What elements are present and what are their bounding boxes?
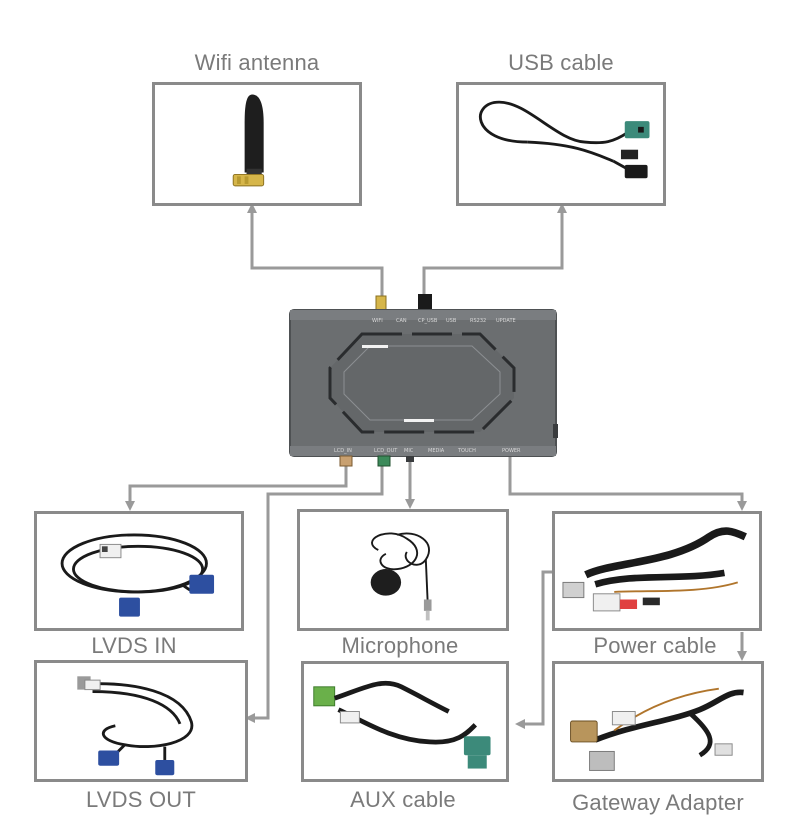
lvds-out-label: LVDS OUT xyxy=(86,787,196,812)
gateway-adapter-panel xyxy=(552,661,764,782)
wifi-antenna-label: Wifi antenna xyxy=(194,50,320,75)
lvds-cable-icon xyxy=(60,533,215,617)
power-cable-label: Power cable xyxy=(593,633,717,658)
usb-cable-icon xyxy=(478,100,650,179)
svg-text:POWER: POWER xyxy=(502,448,521,454)
lvds-out-port xyxy=(377,455,391,467)
usb-cable-panel xyxy=(456,82,666,206)
gateway-adapter-icon xyxy=(570,687,744,771)
wire-lvds-out xyxy=(245,462,384,723)
wifi-port-connector xyxy=(375,295,387,311)
wire-usb xyxy=(422,203,567,300)
svg-text:UPDATE: UPDATE xyxy=(496,318,516,324)
svg-text:LCD_OUT: LCD_OUT xyxy=(374,448,398,454)
antenna-icon xyxy=(232,94,265,187)
wifi-antenna-panel xyxy=(152,82,362,206)
svg-text:WIFI: WIFI xyxy=(372,318,383,324)
microphone-panel xyxy=(297,509,509,631)
svg-text:TOUCH: TOUCH xyxy=(457,448,476,454)
wire-aux xyxy=(515,570,556,729)
svg-text:CAN: CAN xyxy=(396,318,407,324)
microphone-icon xyxy=(370,532,432,621)
mic-port xyxy=(406,456,414,462)
gateway-adapter-label: Gateway Adapter xyxy=(572,790,744,815)
svg-text:MIC: MIC xyxy=(404,448,414,454)
svg-text:MEDIA: MEDIA xyxy=(428,448,445,454)
svg-text:LCD_IN: LCD_IN xyxy=(334,448,352,454)
aux-cable-icon xyxy=(313,680,491,769)
svg-text:RS232: RS232 xyxy=(470,318,486,324)
aux-cable-panel xyxy=(301,661,509,782)
lvds-in-label: LVDS IN xyxy=(91,633,177,658)
wire-wifi xyxy=(247,203,384,300)
power-cable-panel xyxy=(552,511,762,631)
lvds-cable-icon xyxy=(77,676,194,776)
lvds-out-panel xyxy=(34,660,248,782)
lvds-in-panel xyxy=(34,511,244,631)
usb-cable-label: USB cable xyxy=(508,50,614,75)
svg-text:CP_USB: CP_USB xyxy=(418,318,438,324)
aux-cable-label: AUX cable xyxy=(350,787,456,812)
svg-text:USB: USB xyxy=(446,318,457,324)
wire-lvds-in xyxy=(125,462,348,511)
usb-port-connector xyxy=(418,294,432,310)
power-harness-icon xyxy=(562,527,747,612)
wire-power xyxy=(508,452,747,511)
microphone-label: Microphone xyxy=(341,633,459,658)
lvds-in-port xyxy=(339,455,353,467)
